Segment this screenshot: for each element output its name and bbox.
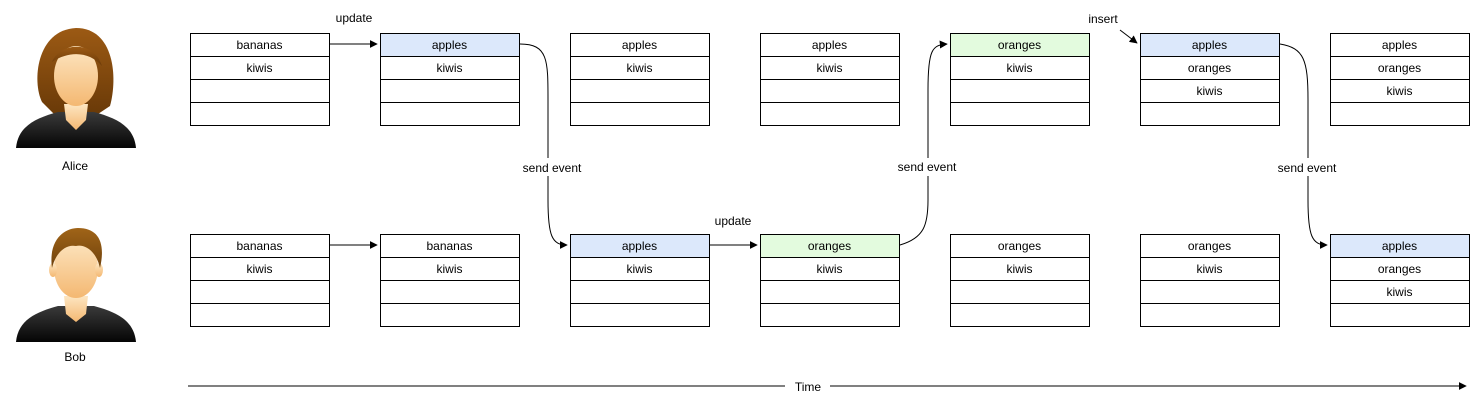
- table-cell-text: bananas: [236, 239, 282, 253]
- table-row: [1330, 102, 1470, 126]
- alice-avatar-icon: [16, 28, 136, 148]
- alice-snapshot-2: apples kiwis: [380, 33, 520, 126]
- table-row: [570, 102, 710, 126]
- table-cell-text: apples: [1382, 239, 1417, 253]
- send-event-arrow-1: [519, 43, 568, 249]
- bob-snapshot-7: apples oranges kiwis: [1330, 234, 1470, 327]
- table-row: [1140, 102, 1280, 126]
- table-cell-text: oranges: [998, 239, 1041, 253]
- table-row: [570, 303, 710, 327]
- insert-label: insert: [1088, 12, 1118, 26]
- table-cell-text: kiwis: [1197, 262, 1223, 276]
- alice-label: Alice: [61, 159, 88, 173]
- alice-insert-arrow: [1119, 29, 1138, 44]
- send-event-arrow-3: [1279, 43, 1328, 249]
- table-row: [380, 303, 520, 327]
- table-cell-text: kiwis: [247, 262, 273, 276]
- alice-update-label: update: [336, 11, 373, 25]
- bob-snapshot-2: bananas kiwis: [380, 234, 520, 327]
- bob-snapshot-1: bananas kiwis: [190, 234, 330, 327]
- alice-snapshot-1: bananas kiwis: [190, 33, 330, 126]
- bob-snapshot-5: oranges kiwis: [950, 234, 1090, 327]
- table-cell-text: kiwis: [627, 61, 653, 75]
- table-cell-text: oranges: [1378, 61, 1421, 75]
- bob-snapshot-6: oranges kiwis: [1140, 234, 1280, 327]
- table-row: [570, 280, 710, 304]
- table-row: [950, 79, 1090, 103]
- alice-snapshot-5: oranges kiwis: [950, 33, 1090, 126]
- send-event-label-3: send event: [1278, 161, 1337, 175]
- table-cell-text: kiwis: [817, 262, 843, 276]
- table-cell-text: oranges: [808, 239, 851, 253]
- table-row: [760, 79, 900, 103]
- table-cell-text: kiwis: [1387, 84, 1413, 98]
- table-cell-text: oranges: [1188, 239, 1231, 253]
- bob-snapshot-4: oranges kiwis: [760, 234, 900, 327]
- table-cell-text: kiwis: [1387, 285, 1413, 299]
- table-row: [1140, 280, 1280, 304]
- bob-avatar-icon: [16, 228, 136, 342]
- table-cell-text: apples: [812, 38, 847, 52]
- alice-snapshot-4: apples kiwis: [760, 33, 900, 126]
- send-event-label-1: send event: [523, 161, 582, 175]
- table-cell-text: oranges: [1188, 61, 1231, 75]
- table-cell-text: kiwis: [1197, 84, 1223, 98]
- bob-label: Bob: [64, 350, 86, 364]
- table-cell-text: apples: [1382, 38, 1417, 52]
- table-cell-text: bananas: [236, 38, 282, 52]
- table-cell-text: kiwis: [627, 262, 653, 276]
- table-row: [760, 280, 900, 304]
- table-row: [190, 303, 330, 327]
- table-cell-text: kiwis: [437, 262, 463, 276]
- table-cell-text: apples: [622, 239, 657, 253]
- bob-snapshot-3: apples kiwis: [570, 234, 710, 327]
- table-cell-text: apples: [432, 38, 467, 52]
- alice-snapshot-7: apples oranges kiwis: [1330, 33, 1470, 126]
- time-label: Time: [795, 380, 822, 394]
- table-row: [950, 280, 1090, 304]
- alice-snapshot-3: apples kiwis: [570, 33, 710, 126]
- table-row: [380, 280, 520, 304]
- table-cell-text: oranges: [998, 38, 1041, 52]
- table-cell-text: apples: [622, 38, 657, 52]
- table-row: [190, 79, 330, 103]
- table-cell-text: kiwis: [1007, 61, 1033, 75]
- bob-update-label: update: [715, 214, 752, 228]
- table-row: [380, 102, 520, 126]
- table-row: [950, 303, 1090, 327]
- table-row: [950, 102, 1090, 126]
- table-row: [190, 280, 330, 304]
- table-cell-text: kiwis: [817, 61, 843, 75]
- table-row: [190, 102, 330, 126]
- table-cell-text: oranges: [1378, 262, 1421, 276]
- send-event-label-2: send event: [898, 160, 957, 174]
- table-row: [1330, 303, 1470, 327]
- table-cell-text: apples: [1192, 38, 1227, 52]
- table-cell-text: kiwis: [437, 61, 463, 75]
- table-row: [380, 79, 520, 103]
- table-row: [570, 79, 710, 103]
- table-cell-text: kiwis: [1007, 262, 1033, 276]
- table-cell-text: kiwis: [247, 61, 273, 75]
- table-row: [760, 102, 900, 126]
- table-cell-text: bananas: [426, 239, 472, 253]
- alice-snapshot-6: apples oranges kiwis: [1140, 33, 1280, 126]
- table-row: [1140, 303, 1280, 327]
- table-row: [760, 303, 900, 327]
- send-event-arrow-2: [899, 40, 948, 246]
